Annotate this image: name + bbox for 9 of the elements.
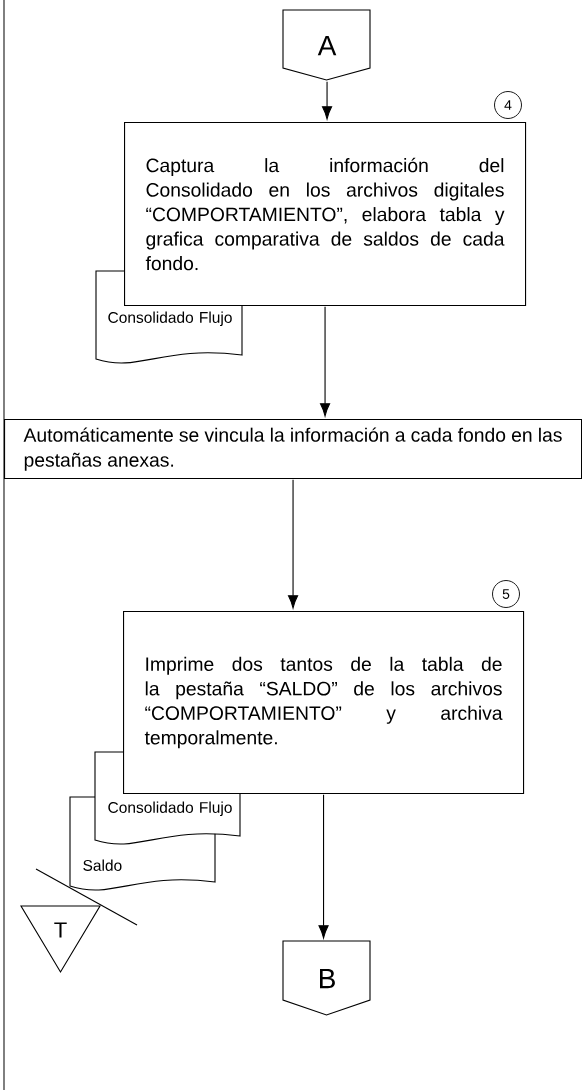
arrow: [319, 306, 331, 417]
arrow: [287, 479, 299, 609]
callout-number: 5: [492, 580, 520, 608]
callout-number: 4: [494, 91, 522, 119]
arrow: [321, 81, 333, 120]
off-page-connector: A: [282, 9, 371, 81]
off-page-connector: B: [282, 940, 371, 1016]
note-band: Automáticamente se vincula la información a cada fondo en las pestañas anexas.: [4, 419, 582, 480]
arrow: [318, 794, 329, 939]
